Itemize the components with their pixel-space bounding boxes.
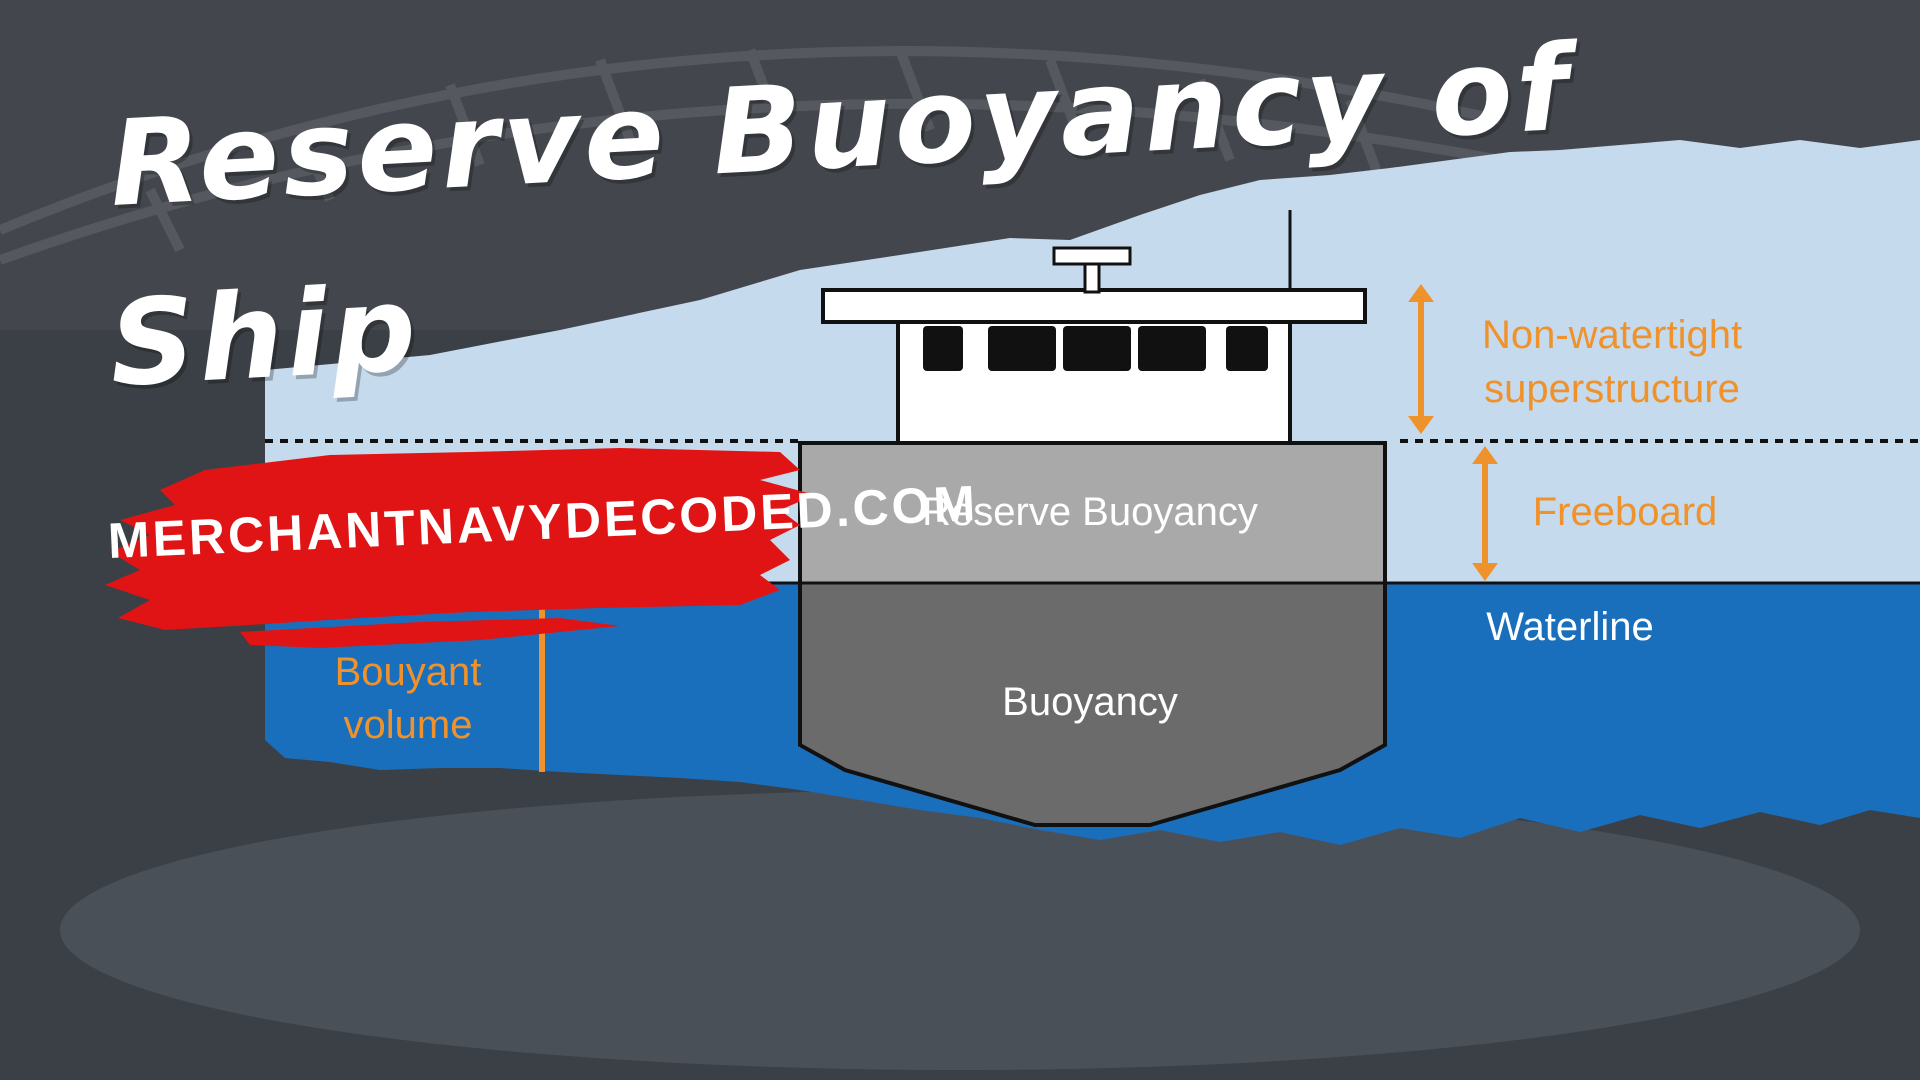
buoyancy-region [800, 583, 1385, 825]
reserve-buoyancy-region [800, 443, 1385, 583]
superstructure-label-line1: Non-watertight [1482, 313, 1742, 357]
bridge-deck [821, 288, 1367, 324]
mast-top [1052, 246, 1132, 266]
reserve-buoyancy-label: Reserve Buoyancy [922, 490, 1258, 534]
buoyant-volume-label-line1: Bouyant [335, 650, 482, 694]
buoyant-volume-label-line2: volume [344, 703, 473, 747]
superstructure-arrow [1408, 284, 1434, 434]
buoyancy-label: Buoyancy [1002, 680, 1178, 724]
page-title-line2: Ship [106, 258, 424, 413]
freeboard-arrow [1472, 446, 1498, 581]
bridge-windows [923, 326, 1268, 371]
superstructure [896, 303, 1292, 445]
red-brush-stroke [105, 448, 815, 630]
superstructure-label-line2: superstructure [1484, 367, 1740, 411]
hull-outline [798, 441, 1387, 827]
bridge-silhouette [0, 46, 1502, 265]
red-brush-streak [240, 618, 620, 648]
background-wake [60, 790, 1860, 1070]
waterline-label: Waterline [1486, 605, 1653, 649]
freeboard-label: Freeboard [1533, 490, 1718, 534]
